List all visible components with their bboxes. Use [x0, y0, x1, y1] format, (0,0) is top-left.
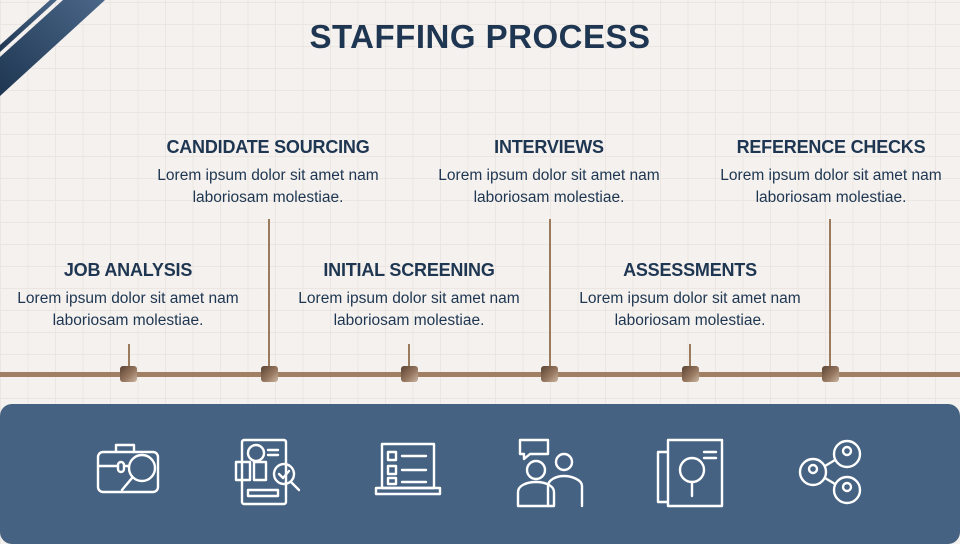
connector-line: [128, 344, 130, 370]
resume-search-icon: [232, 438, 304, 510]
connector-line: [829, 219, 831, 369]
step-job-analysis: JOB ANALYSIS Lorem ipsum dolor sit amet n…: [8, 260, 248, 332]
step-text: Lorem ipsum dolor sit amet nam laboriosa…: [579, 290, 801, 329]
laptop-checklist-icon: [372, 438, 444, 510]
briefcase-search-icon: [94, 438, 166, 510]
connector-line: [408, 344, 410, 370]
step-text: Lorem ipsum dolor sit amet nam laboriosa…: [298, 290, 520, 329]
step-interviews: INTERVIEWS Lorem ipsum dolor sit amet nam…: [429, 137, 669, 209]
timeline-node: [541, 366, 558, 382]
step-assessments: ASSESSMENTS Lorem ipsum dolor sit amet na…: [570, 260, 810, 332]
step-title: INTERVIEWS: [494, 137, 604, 157]
step-initial-screening: INITIAL SCREENING Lorem ipsum dolor sit a…: [289, 260, 529, 332]
step-title: INITIAL SCREENING: [323, 260, 495, 280]
step-title: CANDIDATE SOURCING: [166, 137, 370, 157]
step-text: Lorem ipsum dolor sit amet nam laboriosa…: [17, 290, 239, 329]
diagonal-stripes-decoration: [0, 0, 105, 96]
timeline-node: [401, 366, 418, 382]
step-text: Lorem ipsum dolor sit amet nam laboriosa…: [157, 167, 379, 206]
connector-line: [268, 219, 270, 369]
step-reference-checks: REFERENCE CHECKS Lorem ipsum dolor sit am…: [711, 137, 951, 209]
timeline-node: [120, 366, 137, 382]
page-title: STAFFING PROCESS: [309, 18, 651, 55]
timeline-line: [0, 372, 960, 377]
network-users-icon: [795, 438, 867, 510]
document-search-icon: [654, 438, 726, 510]
step-candidate-sourcing: CANDIDATE SOURCING Lorem ipsum dolor sit …: [148, 137, 388, 209]
timeline-node: [682, 366, 699, 382]
connector-line: [549, 219, 551, 369]
timeline-node: [261, 366, 278, 382]
step-text: Lorem ipsum dolor sit amet nam laboriosa…: [438, 167, 660, 206]
step-title: ASSESSMENTS: [623, 260, 757, 280]
interview-people-icon: [514, 438, 586, 510]
step-text: Lorem ipsum dolor sit amet nam laboriosa…: [720, 167, 942, 206]
step-title: REFERENCE CHECKS: [736, 137, 926, 157]
connector-line: [689, 344, 691, 370]
step-title: JOB ANALYSIS: [63, 260, 193, 280]
timeline-node: [822, 366, 839, 382]
